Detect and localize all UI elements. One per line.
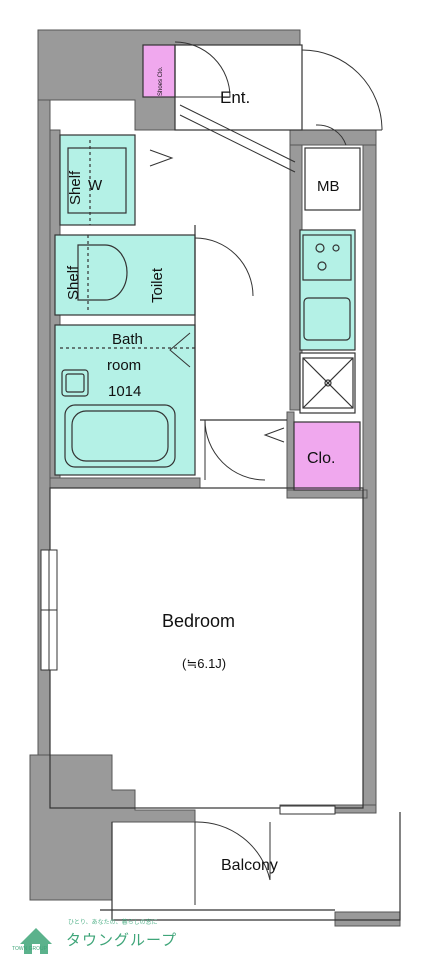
labels: Ent. Shoes Clo. Shelf W Shelf Toilet Bat… — [65, 66, 340, 874]
label-bath-1: Bath — [112, 331, 143, 348]
closet-area — [293, 421, 361, 491]
toilet-bowl — [77, 244, 128, 301]
fixtures — [60, 140, 354, 468]
label-shelf-2: Shelf — [65, 265, 82, 300]
watermark-logo-icon — [20, 928, 52, 954]
label-bath-2: room — [107, 357, 141, 374]
kitchen-sink — [303, 297, 351, 341]
label-toilet: Toilet — [149, 267, 166, 303]
closets — [142, 44, 361, 491]
watermark-logo-text: TOWN GROUP — [12, 946, 47, 952]
mb-box — [304, 147, 361, 211]
watermark-tagline: ひとり、あなたの、暮らしの窓に — [68, 920, 158, 926]
label-bath-3: 1014 — [108, 383, 141, 400]
label-closet: Clo. — [307, 450, 335, 467]
watermark-brand: タウングループ — [66, 932, 178, 949]
walls — [29, 29, 401, 927]
label-washer: W — [88, 177, 103, 194]
label-entrance: Ent. — [220, 88, 250, 107]
label-bedroom-size: (≒6.1J) — [182, 656, 226, 671]
doors — [40, 41, 383, 905]
label-meter-box: MB — [317, 178, 340, 195]
bathtub — [64, 404, 176, 468]
label-shelf-1: Shelf — [67, 170, 84, 205]
label-bedroom: Bedroom — [162, 611, 235, 631]
label-balcony: Balcony — [221, 857, 278, 874]
stove — [302, 234, 352, 281]
kitchen-area — [299, 229, 356, 351]
label-shoe-closet: Shoes Clo. — [158, 66, 164, 96]
